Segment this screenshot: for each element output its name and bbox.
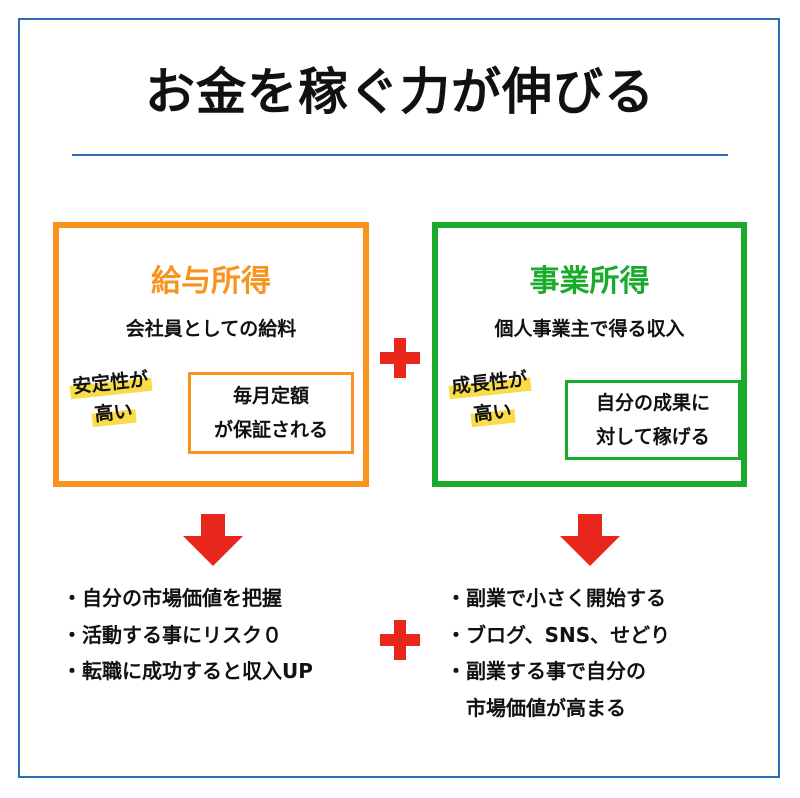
list-item: ・副業で小さく開始する — [446, 586, 666, 610]
plus-icon — [380, 620, 420, 660]
stability-highlight: 安定性が 高い — [68, 363, 156, 432]
growth-highlight: 成長性が 高い — [447, 363, 535, 432]
note-line: 対して稼げる — [596, 426, 710, 448]
outer-frame — [18, 18, 780, 778]
page-title: お金を稼ぐ力が伸びる — [145, 63, 655, 121]
highlight-line: 安定性が — [68, 363, 153, 403]
list-item: ・副業する事で自分の — [446, 659, 646, 683]
list-item: 市場価値が高まる — [446, 695, 626, 720]
salary-bullet-list: ・自分の市場価値を把握 ・活動する事にリスク０ ・転職に成功すると収入UP — [62, 580, 313, 690]
list-item: ・転職に成功すると収入UP — [62, 659, 313, 683]
note-line: 自分の成果に — [595, 392, 710, 414]
list-item: ・自分の市場価値を把握 — [62, 586, 282, 610]
salary-income-heading: 給与所得 — [151, 264, 271, 299]
business-income-heading: 事業所得 — [529, 264, 650, 299]
business-income-box: 事業所得 個人事業主で得る収入 成長性が 高い 自分の成果に 対して稼げる — [432, 222, 747, 487]
plus-icon — [380, 338, 420, 378]
salary-income-box: 給与所得 会社員としての給料 安定性が 高い 毎月定額 が保証される — [53, 222, 369, 487]
list-item: ・ブログ、SNS、せどり — [446, 622, 671, 647]
note-line: が保証される — [213, 419, 328, 441]
down-arrow-icon — [183, 514, 243, 566]
down-arrow-icon — [560, 514, 620, 566]
salary-note-box: 毎月定額 が保証される — [188, 372, 354, 454]
highlight-line: 高い — [469, 395, 517, 431]
business-note-box: 自分の成果に 対して稼げる — [565, 380, 741, 460]
note-line: 毎月定額 — [232, 385, 309, 407]
business-bullet-list: ・副業で小さく開始する ・ブログ、SNS、せどり ・副業する事で自分の 市場価値… — [446, 580, 670, 726]
highlight-line: 成長性が — [447, 363, 532, 403]
highlight-line: 高い — [90, 395, 138, 431]
salary-income-subtitle: 会社員としての給料 — [125, 318, 297, 340]
list-item: ・活動する事にリスク０ — [62, 622, 282, 647]
title-divider — [72, 154, 728, 156]
business-income-subtitle: 個人事業主で得る収入 — [494, 318, 685, 340]
